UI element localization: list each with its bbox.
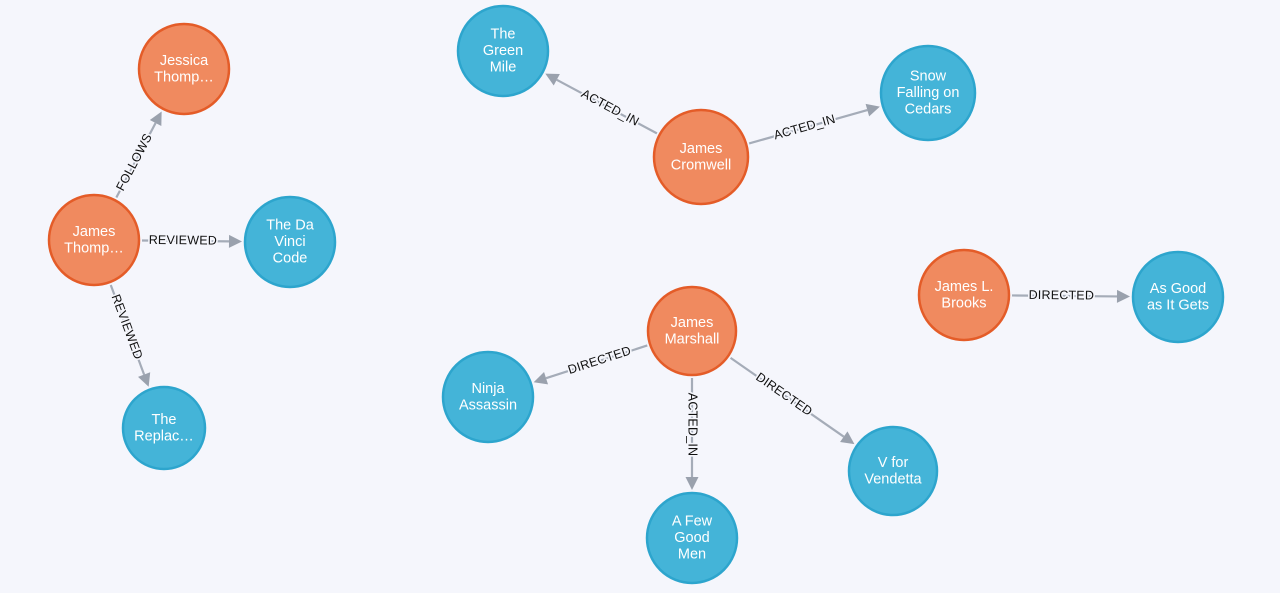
- node-circle[interactable]: [1131, 250, 1225, 344]
- relationship-follows[interactable]: FOLLOWS: [112, 111, 162, 199]
- relationship-arrow-icon: [228, 234, 242, 248]
- relationship-arrow-icon: [545, 73, 560, 86]
- relationship-reviewed[interactable]: REVIEWED: [141, 231, 242, 249]
- node-circle[interactable]: [121, 385, 207, 471]
- node-circle[interactable]: [47, 193, 141, 287]
- relationship-acted_in[interactable]: ACTED_IN: [748, 103, 880, 145]
- node-circle[interactable]: [645, 491, 739, 585]
- relationship-label: FOLLOWS: [113, 131, 155, 193]
- node-circle[interactable]: [847, 425, 939, 517]
- relationship-directed[interactable]: DIRECTED: [1011, 286, 1130, 304]
- relationship-label: DIRECTED: [1029, 288, 1095, 303]
- relationship-reviewed[interactable]: REVIEWED: [107, 284, 151, 387]
- node-circle[interactable]: [441, 350, 535, 444]
- relationship-label: REVIEWED: [149, 233, 217, 248]
- node-circle[interactable]: [646, 285, 738, 377]
- relationship-arrow-icon: [865, 103, 880, 117]
- node-circle[interactable]: [456, 4, 550, 98]
- relationship-label: DIRECTED: [753, 370, 815, 419]
- relationship-arrow-icon: [840, 431, 855, 445]
- relationship-arrow-icon: [685, 477, 699, 490]
- relationship-acted_in[interactable]: ACTED_IN: [684, 378, 701, 490]
- node-circle[interactable]: [652, 108, 750, 206]
- relationship-arrow-icon: [533, 372, 549, 385]
- relationship-label: ACTED_IN: [772, 112, 837, 143]
- relationship-directed[interactable]: DIRECTED: [533, 342, 648, 385]
- node-circle[interactable]: [137, 22, 231, 116]
- relationship-label: DIRECTED: [566, 343, 633, 376]
- relationship-acted_in[interactable]: ACTED_IN: [545, 73, 658, 135]
- relationship-arrow-icon: [149, 111, 162, 127]
- relationship-label: ACTED_IN: [579, 86, 642, 128]
- relationship-arrow-icon: [1116, 289, 1130, 303]
- relationship-arrow-icon: [138, 372, 151, 387]
- relationship-label: ACTED_IN: [686, 393, 700, 456]
- relationship-label: REVIEWED: [109, 292, 146, 361]
- node-circle[interactable]: [917, 248, 1011, 342]
- node-circle[interactable]: [243, 195, 337, 289]
- graph-node-james-l-brooks[interactable]: James L.Brooks: [917, 248, 1011, 342]
- node-circle[interactable]: [879, 44, 977, 142]
- relationship-directed[interactable]: DIRECTED: [729, 356, 855, 445]
